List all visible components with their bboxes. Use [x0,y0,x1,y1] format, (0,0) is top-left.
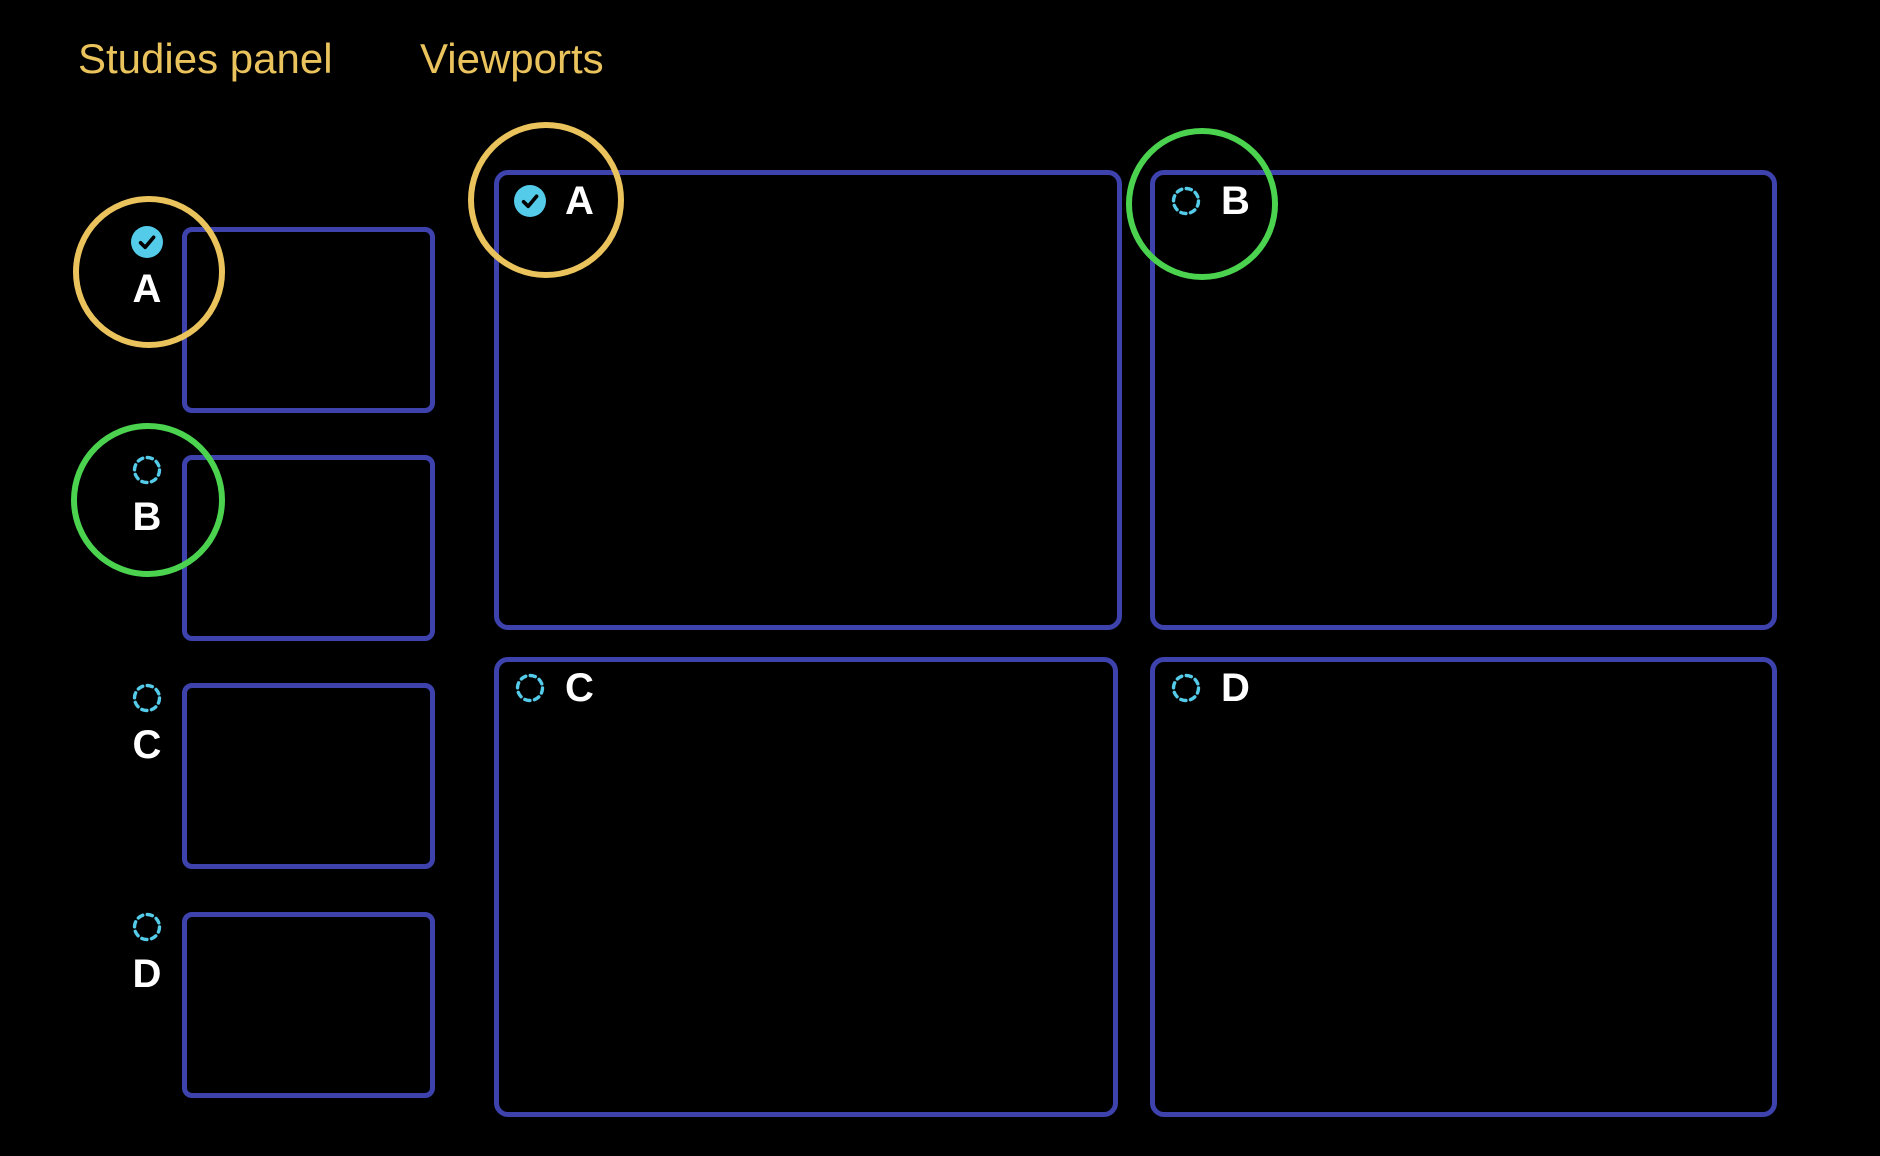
check-circle-icon [514,185,546,217]
study-item-c: C [0,683,440,869]
viewport-label: D [1221,666,1250,710]
study-thumbnail[interactable] [182,683,435,869]
study-label: C [132,723,162,767]
study-label: B [132,495,162,539]
study-label: A [132,267,162,311]
check-circle-icon [131,226,163,258]
dashed-circle-icon [1170,185,1202,217]
dashed-circle-icon [131,454,163,486]
study-thumbnail[interactable] [182,912,435,1098]
viewport-b[interactable]: B [1150,170,1777,630]
viewport-c[interactable]: C [494,657,1118,1117]
studies-panel-heading: Studies panel [78,35,333,82]
viewport-a[interactable]: A [494,170,1122,630]
viewport-header: D [1170,666,1250,710]
viewports-heading: Viewports [420,35,604,82]
study-item-b: B [0,455,440,641]
viewport-label: A [565,179,594,223]
study-item-a: A [0,226,440,413]
study-label: D [132,952,162,996]
study-thumbnail[interactable] [182,227,435,413]
study-item-d: D [0,912,440,1098]
dashed-circle-icon [131,911,163,943]
viewport-header: A [514,179,594,223]
dashed-circle-icon [1170,672,1202,704]
study-thumbnail[interactable] [182,455,435,641]
viewport-label: C [565,666,594,710]
viewport-label: B [1221,179,1250,223]
viewport-header: B [1170,179,1250,223]
dashed-circle-icon [131,682,163,714]
viewport-d[interactable]: D [1150,657,1777,1117]
dashed-circle-icon [514,672,546,704]
viewport-header: C [514,666,594,710]
